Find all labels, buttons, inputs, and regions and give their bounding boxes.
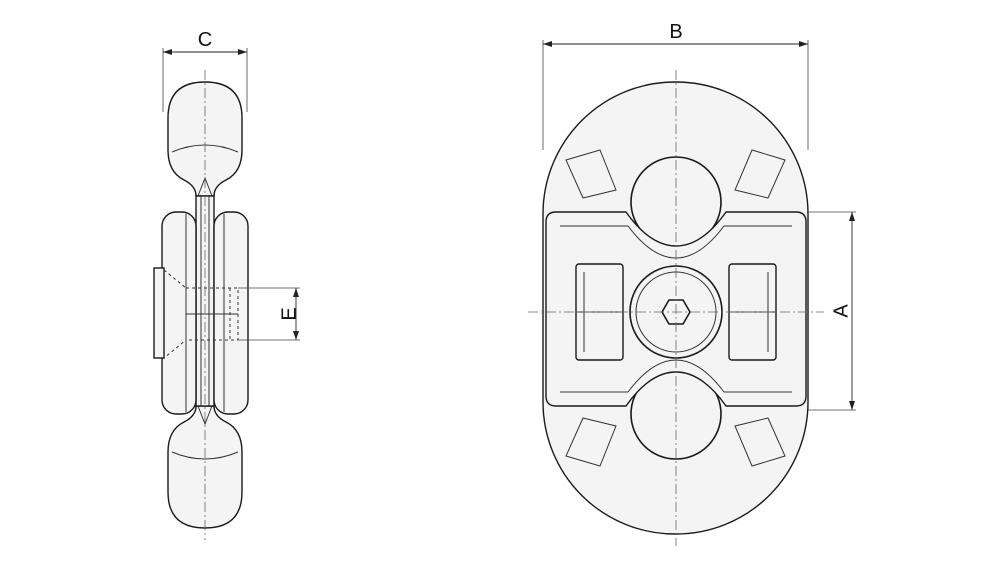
dimension-b-label: B xyxy=(669,21,682,43)
side-view-right-plate xyxy=(213,211,249,415)
dimension-e-label: E xyxy=(278,307,300,320)
dimension-e: E xyxy=(238,287,300,341)
dimension-a: A xyxy=(808,211,856,411)
side-view xyxy=(153,70,249,540)
side-view-screw-head xyxy=(153,267,165,359)
side-view-left-plate xyxy=(161,211,197,415)
dimension-b: B xyxy=(542,21,809,150)
dimension-c: C xyxy=(162,29,248,112)
dimension-a-label: A xyxy=(830,304,852,318)
front-view xyxy=(528,70,824,546)
dimension-c-label: C xyxy=(198,29,212,51)
